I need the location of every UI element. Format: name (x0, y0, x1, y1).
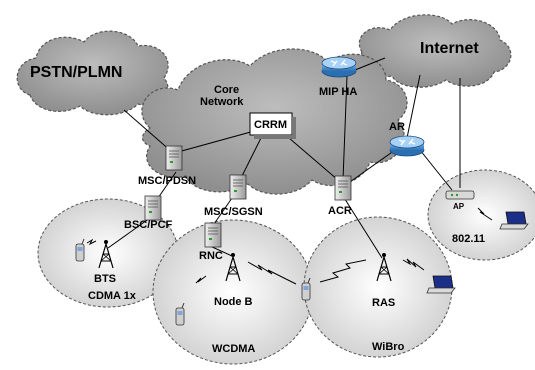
acr-label: ACR (328, 205, 352, 217)
ap-label: AP (453, 202, 465, 211)
ar-router-icon (389, 135, 425, 157)
access-point-icon (445, 190, 475, 200)
msc-pdsn-server-icon (165, 145, 183, 171)
wibro-cell (303, 216, 453, 358)
cdma-network-label: CDMA 1x (88, 290, 137, 302)
wireless-links (86, 207, 493, 285)
msc-pdsn-label: MSC/PDSN (138, 175, 196, 187)
core-network-label-line2: Network (200, 96, 244, 108)
bsc-pcf-server-icon (144, 195, 162, 221)
mip-ha-label: MIP HA (319, 86, 357, 98)
rnc-server-icon (204, 222, 222, 248)
wcdma-network-label: WCDMA (212, 343, 255, 355)
wlan-network-label: 802.11 (452, 233, 485, 245)
ar-label: AR (389, 121, 405, 133)
msc-sgsn-label: MSC/SGSN (204, 206, 263, 218)
pstn-cloud (16, 30, 169, 116)
connection-lines (107, 57, 461, 259)
crrm-label: CRRM (254, 119, 287, 131)
mip-ha-router-icon (321, 56, 357, 78)
acr-server-icon (334, 175, 352, 201)
ras-label: RAS (372, 297, 395, 309)
bts-label: BTS (94, 273, 116, 285)
bsc-pcf-label: BSC/PCF (124, 219, 173, 231)
node-b-label: Node B (214, 296, 253, 308)
internet-cloud (358, 14, 512, 88)
core-network-label-line1: Core (214, 84, 239, 96)
wibro-network-label: WiBro (372, 341, 405, 353)
rnc-label: RNC (199, 250, 223, 262)
pstn-plmn-label: PSTN/PLMN (30, 64, 122, 81)
msc-sgsn-server-icon (229, 174, 247, 200)
internet-label: Internet (420, 40, 479, 57)
